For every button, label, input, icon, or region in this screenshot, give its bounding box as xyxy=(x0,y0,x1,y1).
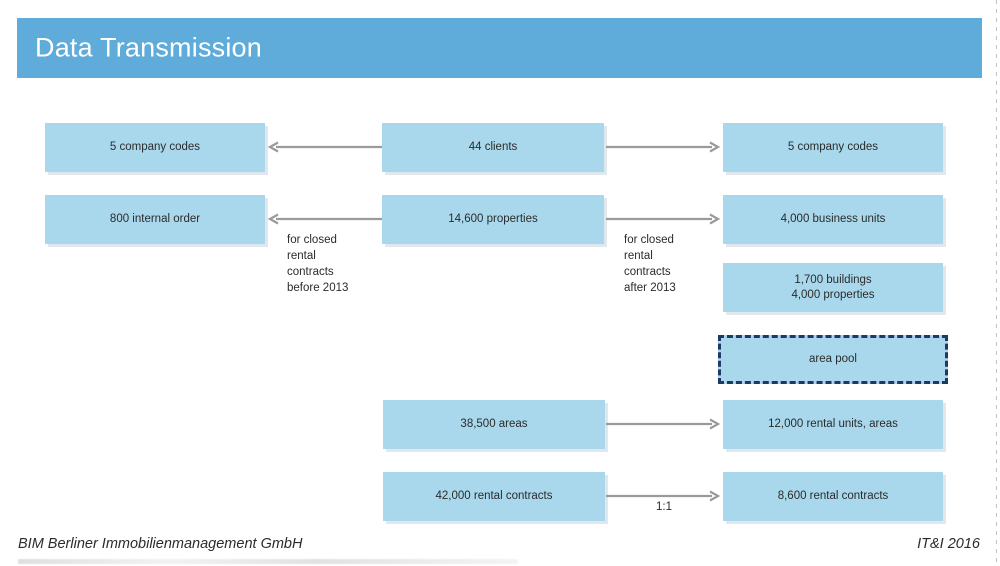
node-right-company-codes[interactable]: 5 company codes xyxy=(723,123,943,172)
node-label: 5 company codes xyxy=(787,141,879,153)
arrow-left-row1 xyxy=(264,140,384,154)
node-label: 42,000 rental contracts xyxy=(435,490,553,502)
node-left-company-codes[interactable]: 5 company codes xyxy=(45,123,265,172)
node-right-buildings[interactable]: 1,700 buildings 4,000 properties xyxy=(723,263,943,312)
node-label: 12,000 rental units, areas xyxy=(768,418,898,430)
node-label: 14,600 properties xyxy=(448,213,538,225)
footer-department-year: IT&I 2016 xyxy=(917,536,980,552)
node-right-rental-contracts[interactable]: 8,600 rental contracts xyxy=(723,472,943,521)
node-right-rental-units[interactable]: 12,000 rental units, areas xyxy=(723,400,943,449)
slide-right-edge-rule xyxy=(996,0,997,566)
node-label-line-1: 1,700 buildings xyxy=(794,273,872,286)
edge-label-ratio: 1:1 xyxy=(656,501,672,513)
node-center-properties[interactable]: 14,600 properties xyxy=(382,195,604,244)
node-label-line-2: 4,000 properties xyxy=(791,288,875,301)
arrow-left-row2 xyxy=(264,212,384,226)
page-title: Data Transmission xyxy=(35,32,262,63)
title-bar: Data Transmission xyxy=(17,18,982,78)
node-label: area pool xyxy=(809,353,857,365)
arrow-right-row1 xyxy=(604,140,724,154)
footer-artifact-line xyxy=(18,559,518,564)
node-label: 8,600 rental contracts xyxy=(777,490,889,502)
node-center-clients[interactable]: 44 clients xyxy=(382,123,604,172)
footer-company-name: BIM Berliner Immobilienmanagement GmbH xyxy=(18,536,303,552)
node-label: 44 clients xyxy=(468,141,518,153)
node-label: 5 company codes xyxy=(109,141,201,153)
annotation-right-closed-contracts: for closed rental contracts after 2013 xyxy=(624,234,676,294)
arrow-row4 xyxy=(604,417,724,431)
node-label: 38,500 areas xyxy=(460,418,528,430)
node-center-areas[interactable]: 38,500 areas xyxy=(383,400,605,449)
node-label: 800 internal order xyxy=(109,213,201,225)
node-label: 4,000 business units xyxy=(780,213,886,225)
arrow-right-row2 xyxy=(604,212,724,226)
node-center-rental-contracts[interactable]: 42,000 rental contracts xyxy=(383,472,605,521)
node-area-pool[interactable]: area pool xyxy=(718,335,948,384)
node-right-business-units[interactable]: 4,000 business units xyxy=(723,195,943,244)
annotation-left-closed-contracts: for closed rental contracts before 2013 xyxy=(287,234,349,294)
node-left-internal-order[interactable]: 800 internal order xyxy=(45,195,265,244)
